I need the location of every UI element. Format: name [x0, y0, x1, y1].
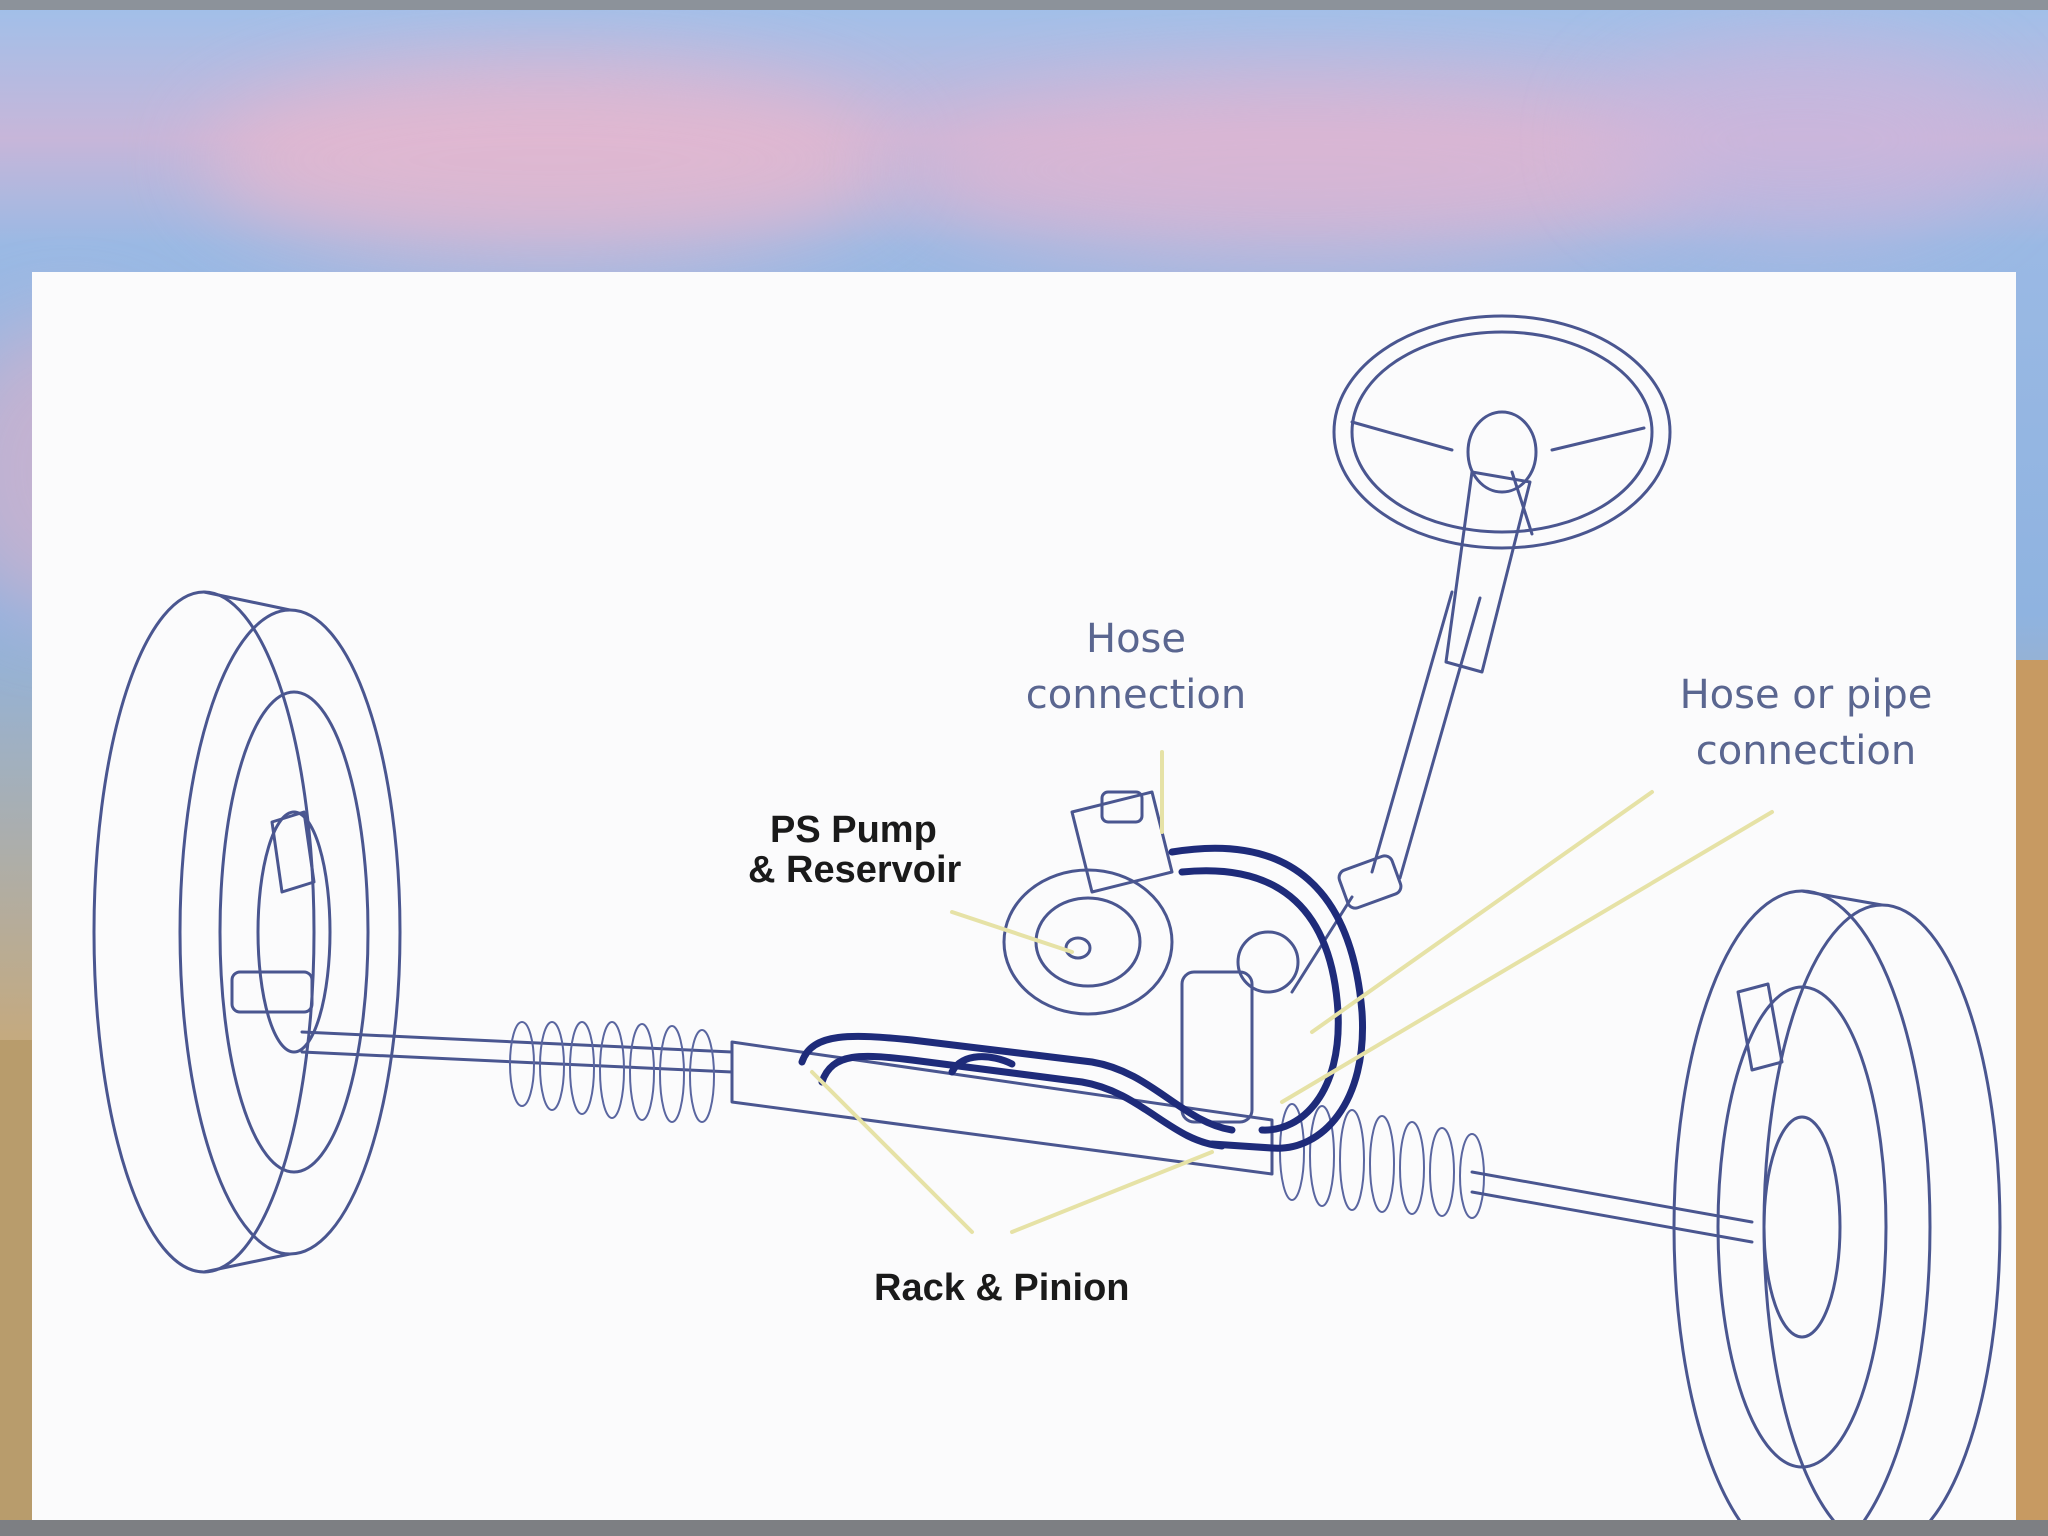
label-hose-or-pipe-line2: connection — [1696, 728, 1916, 774]
steering-wheel — [1332, 314, 1672, 550]
left-wheel — [92, 590, 402, 1274]
hydraulic-hoses — [798, 844, 1367, 1152]
label-rack-and-pinion: Rack & Pinion — [874, 1267, 1130, 1309]
label-hose-connection-line1: Hose — [1086, 616, 1186, 662]
label-hose-or-pipe-line1: Hose or pipe — [1680, 672, 1933, 718]
steering-diagram: Hose connection Hose or pipe connection … — [92, 314, 2002, 1520]
pink-cloud — [1600, 40, 2000, 240]
pink-cloud — [900, 80, 1700, 260]
label-hose-connection-line2: connection — [1026, 672, 1246, 718]
label-ps-pump-line1: PS Pump — [770, 809, 937, 851]
pink-cloud — [200, 60, 900, 260]
right-building — [2010, 660, 2048, 1520]
rack-and-pinion-assembly — [300, 930, 1754, 1244]
ps-pump-and-reservoir — [1002, 790, 1174, 1016]
label-ps-pump-line2: & Reservoir — [748, 849, 962, 891]
right-wheel — [1672, 889, 2002, 1520]
bottom-border — [0, 1520, 2048, 1536]
steering-column — [1290, 470, 1532, 994]
leader-lines — [810, 750, 1774, 1234]
top-border — [0, 0, 2048, 10]
left-boot — [509, 1021, 715, 1123]
right-boot — [1279, 1103, 1485, 1219]
diagram-panel: Hose connection Hose or pipe connection … — [32, 272, 2016, 1520]
